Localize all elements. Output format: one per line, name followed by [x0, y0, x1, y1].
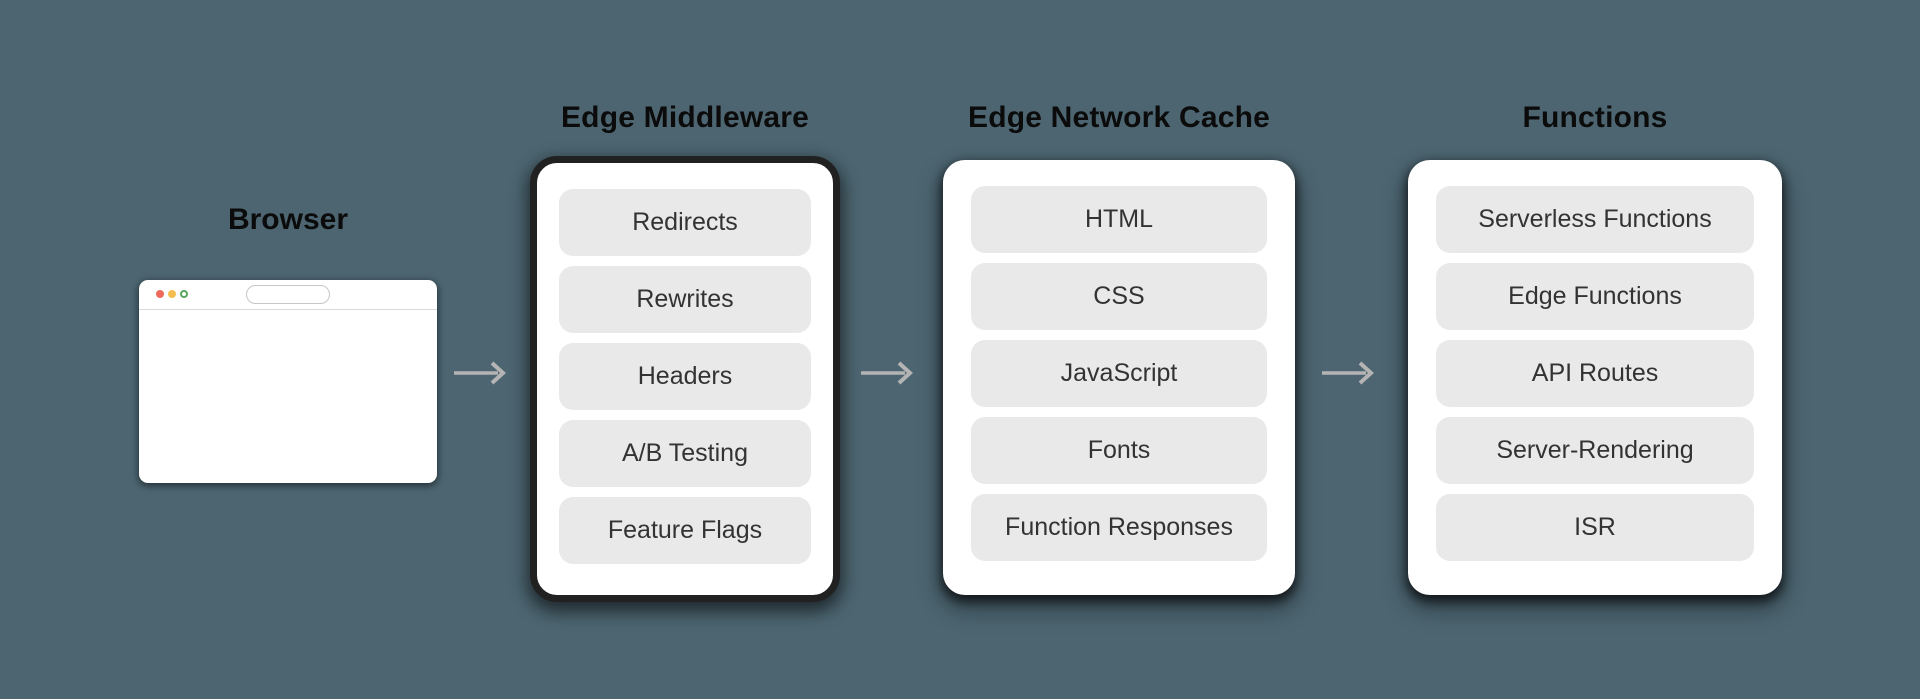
card-item: Serverless Functions [1436, 186, 1754, 253]
flow-arrow-icon [861, 361, 913, 385]
edge-middleware-card: Redirects Rewrites Headers A/B Testing F… [530, 156, 840, 602]
card-item: Server-Rendering [1436, 417, 1754, 484]
flow-arrow-icon [454, 361, 506, 385]
functions-title: Functions [1522, 101, 1668, 134]
functions-card: Serverless Functions Edge Functions API … [1408, 160, 1782, 595]
functions-items: Serverless Functions Edge Functions API … [1408, 160, 1782, 561]
url-bar [246, 285, 330, 304]
edge-middleware-items: Redirects Rewrites Headers A/B Testing F… [537, 163, 833, 564]
card-item: ISR [1436, 494, 1754, 561]
browser-window-illustration [139, 280, 437, 483]
edge-network-cache-card: HTML CSS JavaScript Fonts Function Respo… [943, 160, 1295, 595]
traffic-lights [156, 290, 188, 298]
browser-label: Browser [227, 203, 349, 236]
edge-network-cache-title: Edge Network Cache [967, 101, 1271, 134]
card-item: JavaScript [971, 340, 1267, 407]
flow-arrow-icon [1322, 361, 1374, 385]
traffic-light-close-icon [156, 290, 164, 298]
card-item: Fonts [971, 417, 1267, 484]
card-item: Redirects [559, 189, 811, 256]
card-item: Edge Functions [1436, 263, 1754, 330]
card-item: Rewrites [559, 266, 811, 333]
card-item: API Routes [1436, 340, 1754, 407]
card-item: Feature Flags [559, 497, 811, 564]
card-item: Function Responses [971, 494, 1267, 561]
edge-network-cache-items: HTML CSS JavaScript Fonts Function Respo… [943, 160, 1295, 561]
card-item: A/B Testing [559, 420, 811, 487]
traffic-light-zoom-icon [180, 290, 188, 298]
card-item: CSS [971, 263, 1267, 330]
edge-middleware-title: Edge Middleware [560, 101, 810, 134]
card-item: HTML [971, 186, 1267, 253]
traffic-light-minimize-icon [168, 290, 176, 298]
card-item: Headers [559, 343, 811, 410]
browser-titlebar [139, 280, 437, 310]
